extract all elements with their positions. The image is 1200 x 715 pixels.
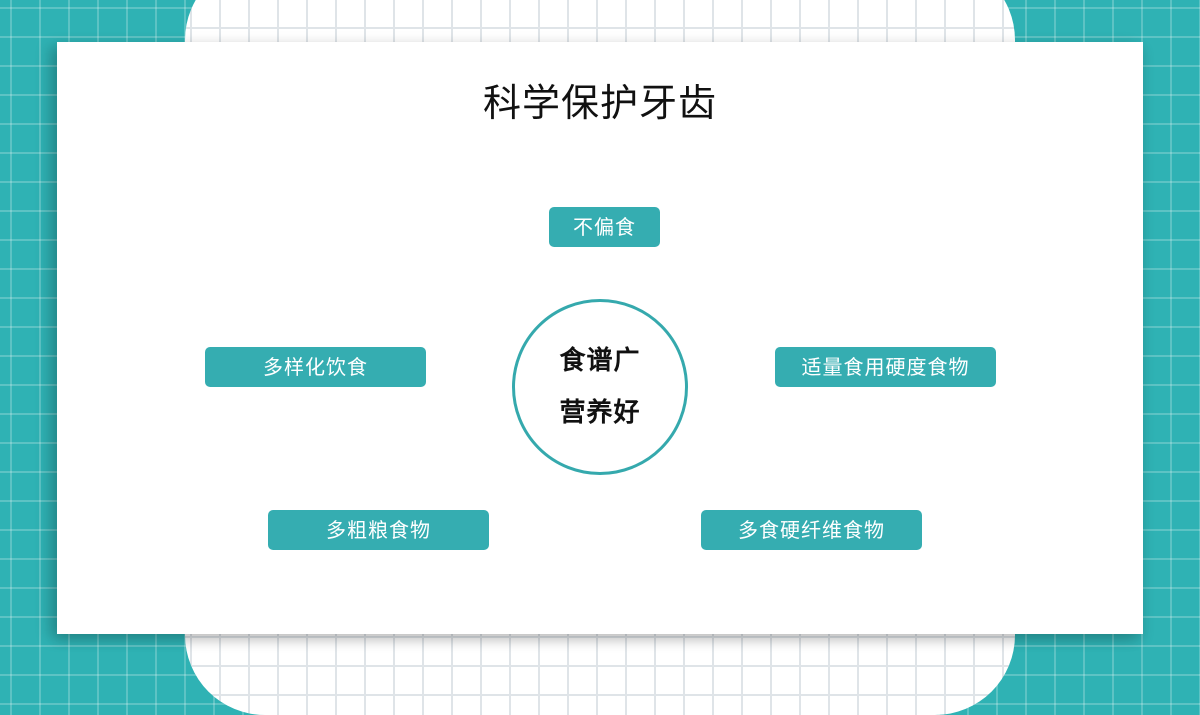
tag-hard-fiber-food: 多食硬纤维食物 — [701, 510, 922, 550]
tag-moderate-hard-food: 适量食用硬度食物 — [775, 347, 996, 387]
center-text-line-2: 营养好 — [559, 398, 641, 428]
tag-diverse-diet: 多样化饮食 — [205, 347, 426, 387]
center-circle: 食谱广 营养好 — [512, 299, 688, 475]
slide-card: 科学保护牙齿 不偏食 多样化饮食 适量食用硬度食物 多粗粮食物 多食硬纤维食物 … — [57, 42, 1143, 634]
tag-no-picky-eating: 不偏食 — [549, 207, 660, 247]
slide-title: 科学保护牙齿 — [482, 81, 717, 125]
center-text-line-1: 食谱广 — [559, 346, 641, 376]
tag-coarse-grains: 多粗粮食物 — [268, 510, 489, 550]
